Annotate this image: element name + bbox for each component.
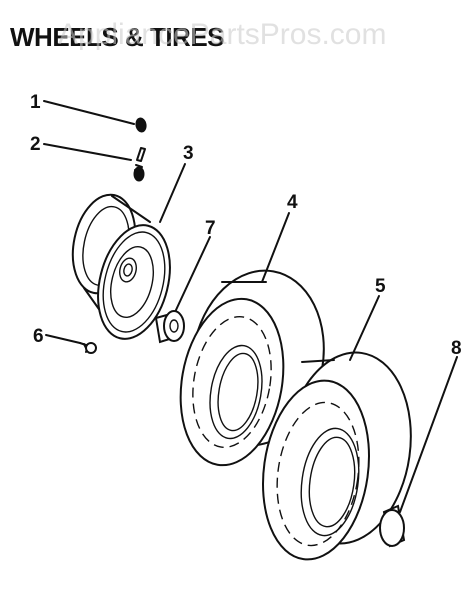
part-1-cap[interactable] bbox=[135, 117, 147, 133]
part-2-valve-stem[interactable] bbox=[133, 147, 146, 182]
callout-3: 3 bbox=[183, 143, 194, 164]
part-6-bolt[interactable] bbox=[79, 342, 97, 354]
diagram-title: WHEELS & TIRES bbox=[10, 22, 224, 52]
callout-4: 4 bbox=[287, 192, 298, 213]
part-3-wheel-rim[interactable] bbox=[64, 189, 181, 347]
callout-7: 7 bbox=[205, 218, 216, 239]
callout-1: 1 bbox=[30, 92, 41, 113]
part-8-wheel-cap[interactable] bbox=[379, 504, 406, 548]
callout-8: 8 bbox=[451, 338, 462, 359]
part-5-tire[interactable] bbox=[252, 344, 423, 566]
callout-6: 6 bbox=[33, 326, 44, 347]
leader-lines bbox=[43, 100, 458, 513]
part-7-bushing[interactable] bbox=[154, 310, 185, 344]
callout-2: 2 bbox=[30, 134, 41, 155]
watermark: AppliancePartsPros.com bbox=[58, 18, 386, 51]
callout-5: 5 bbox=[375, 276, 386, 297]
